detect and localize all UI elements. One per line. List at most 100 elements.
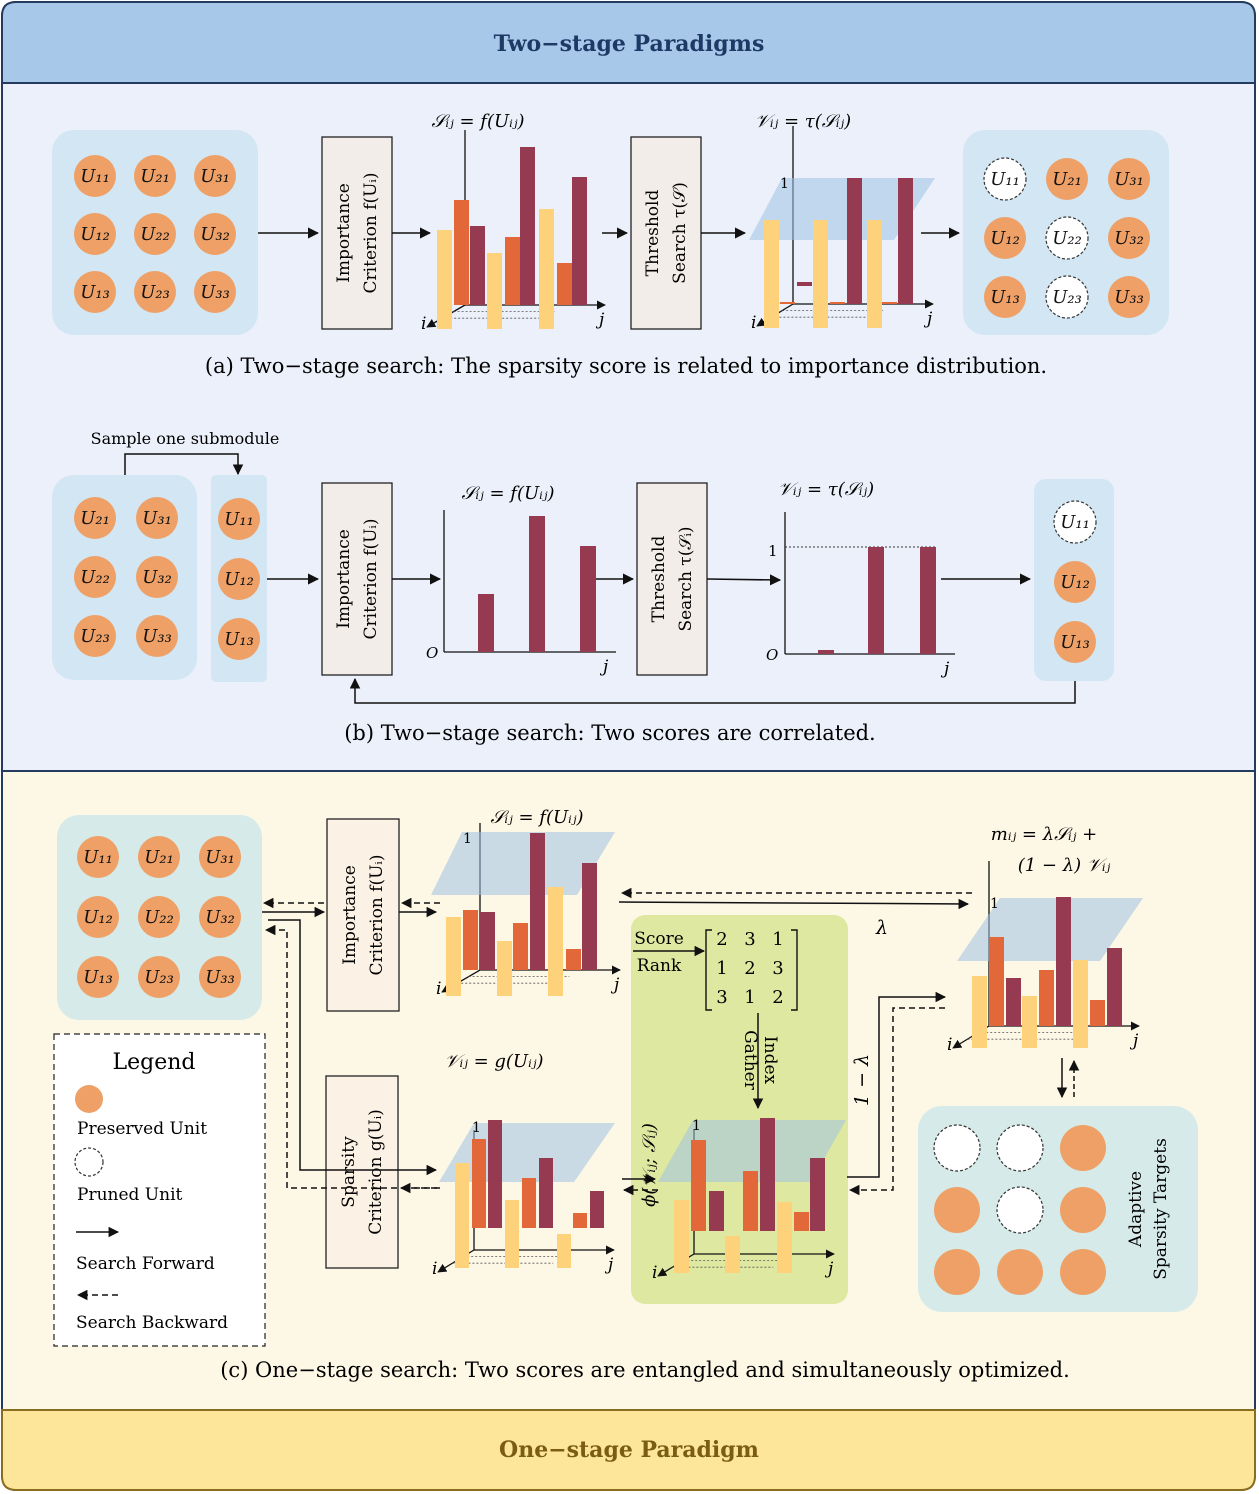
s-equation-c: 𝒮ᵢⱼ = f(Uᵢⱼ) bbox=[490, 807, 583, 828]
bar bbox=[505, 237, 520, 305]
unit-label: U₃₂ bbox=[200, 224, 230, 245]
bar bbox=[566, 949, 581, 970]
matrix-cell: 3 bbox=[716, 987, 727, 1008]
preserved-unit-icon bbox=[199, 956, 241, 998]
unit-u21: U₂₁ bbox=[134, 155, 176, 197]
axis-label-i: i bbox=[947, 1035, 952, 1055]
preserved-unit-icon bbox=[194, 155, 236, 197]
bar bbox=[1006, 978, 1021, 1026]
unit-label: U₁₃ bbox=[990, 287, 1020, 308]
target-preserved-unit bbox=[1060, 1125, 1106, 1171]
preserved-unit-icon bbox=[194, 271, 236, 313]
unit-u21: U₂₁ bbox=[1046, 158, 1088, 200]
index-label: Index bbox=[760, 1036, 780, 1085]
criterion-gui-label: Criterion g(Uᵢ) bbox=[366, 1109, 386, 1235]
threshold-search-box-a bbox=[630, 136, 702, 330]
unit-label: U₁₂ bbox=[990, 228, 1020, 249]
unit-u12: U₁₂ bbox=[984, 217, 1026, 259]
origin-label: O bbox=[766, 646, 778, 664]
unit-label: U₃₃ bbox=[142, 626, 172, 647]
footer-title: One−stage Paradigm bbox=[499, 1437, 759, 1463]
legend-pruned-icon bbox=[74, 1147, 104, 1177]
unit-u23: U₂₃ bbox=[138, 956, 180, 998]
unit-label: U₂₂ bbox=[140, 224, 170, 245]
matrix-cell: 3 bbox=[772, 958, 783, 979]
unit-u33: U₃₃ bbox=[1108, 276, 1150, 318]
bar-chart-b-importance: Oj bbox=[426, 510, 616, 677]
preserved-unit-icon bbox=[1108, 217, 1150, 259]
preserved-unit-icon bbox=[74, 213, 116, 255]
bar bbox=[548, 887, 563, 996]
pruned-unit-icon bbox=[1045, 216, 1089, 260]
unit-u12: U₁₂ bbox=[218, 558, 260, 600]
unit-u33: U₃₃ bbox=[136, 615, 178, 657]
target-preserved-unit bbox=[934, 1187, 980, 1233]
unit-label: U₁₁ bbox=[990, 169, 1020, 190]
bar bbox=[797, 282, 812, 286]
axis-label-j: j bbox=[824, 1259, 834, 1279]
s-equation-a: 𝒮ᵢⱼ = f(Uᵢⱼ) bbox=[431, 111, 524, 132]
unit-u21: U₂₁ bbox=[138, 836, 180, 878]
unit-u11: U₁₁ bbox=[74, 155, 116, 197]
footer-band bbox=[1, 1409, 1256, 1491]
unit-u23: U₂₃ bbox=[134, 271, 176, 313]
preserved-unit-icon bbox=[134, 271, 176, 313]
axis-label-j: j bbox=[923, 309, 933, 329]
unit-u32: U₃₂ bbox=[199, 896, 241, 938]
legend-forward-label: Search Forward bbox=[76, 1254, 215, 1274]
bar bbox=[830, 302, 845, 304]
origin-label: O bbox=[426, 644, 438, 662]
target-preserved-unit bbox=[997, 1249, 1043, 1295]
bar bbox=[513, 923, 528, 970]
phi-label: ϕ(𝒱ᵢⱼ; 𝒮ᵢⱼ) bbox=[639, 1123, 660, 1207]
bar bbox=[818, 650, 834, 654]
backward-c7 bbox=[848, 1007, 945, 1196]
sparsity-label: Sparsity bbox=[339, 1136, 359, 1208]
unit-label: U₁₂ bbox=[80, 224, 110, 245]
preserved-unit-icon bbox=[74, 497, 116, 539]
bar bbox=[868, 547, 884, 654]
target-preserved-unit bbox=[1060, 1187, 1106, 1233]
unit-u32: U₃₂ bbox=[1108, 217, 1150, 259]
axis-label-i: i bbox=[652, 1263, 657, 1283]
unit-label: U₃₃ bbox=[200, 282, 230, 303]
preserved-unit-icon bbox=[218, 498, 260, 540]
unit-u33: U₃₃ bbox=[199, 956, 241, 998]
unit-label: U₁₁ bbox=[1060, 512, 1090, 533]
bar bbox=[674, 1200, 689, 1273]
criterion-fui-label-b: Criterion f(Uᵢ) bbox=[361, 519, 381, 640]
unit-u21: U₂₁ bbox=[74, 497, 116, 539]
v-equation-c: 𝒱ᵢⱼ = g(Uᵢⱼ) bbox=[444, 1051, 543, 1072]
legend-backward-label: Search Backward bbox=[76, 1313, 228, 1333]
unit-label: U₁₁ bbox=[224, 509, 254, 530]
unit-u12: U₁₂ bbox=[1054, 561, 1096, 603]
forward-c3 bbox=[268, 919, 438, 1176]
pruned-unit-icon bbox=[1053, 500, 1097, 544]
criterion-fui-label-c: Criterion f(Uᵢ) bbox=[367, 855, 387, 976]
target-pruned-unit bbox=[996, 1124, 1044, 1172]
unit-u13: U₁₃ bbox=[74, 271, 116, 313]
bar bbox=[882, 302, 897, 304]
unit-label: U₃₂ bbox=[205, 907, 235, 928]
gather-label: Gather bbox=[740, 1030, 760, 1091]
bar bbox=[557, 1234, 571, 1268]
legend-title: Legend bbox=[113, 1050, 196, 1075]
sample-label: Sample one submodule bbox=[91, 429, 280, 448]
caption-a: (a) Two−stage search: The sparsity score… bbox=[205, 354, 1047, 378]
unit-label: U₃₁ bbox=[200, 166, 230, 187]
bar bbox=[794, 1212, 809, 1231]
target-preserved-unit bbox=[1060, 1249, 1106, 1295]
preserved-unit-icon bbox=[138, 836, 180, 878]
bar bbox=[480, 912, 495, 970]
criterion-fui-label-a: Criterion f(Uᵢ) bbox=[361, 173, 381, 294]
bar bbox=[470, 226, 485, 305]
preserved-unit-icon bbox=[199, 896, 241, 938]
bar bbox=[573, 1213, 587, 1228]
preserved-unit-icon bbox=[74, 155, 116, 197]
bar bbox=[557, 263, 572, 305]
unit-u11: U₁₁ bbox=[77, 836, 119, 878]
importance-label-b: Importance bbox=[334, 529, 354, 629]
bar bbox=[446, 917, 461, 996]
